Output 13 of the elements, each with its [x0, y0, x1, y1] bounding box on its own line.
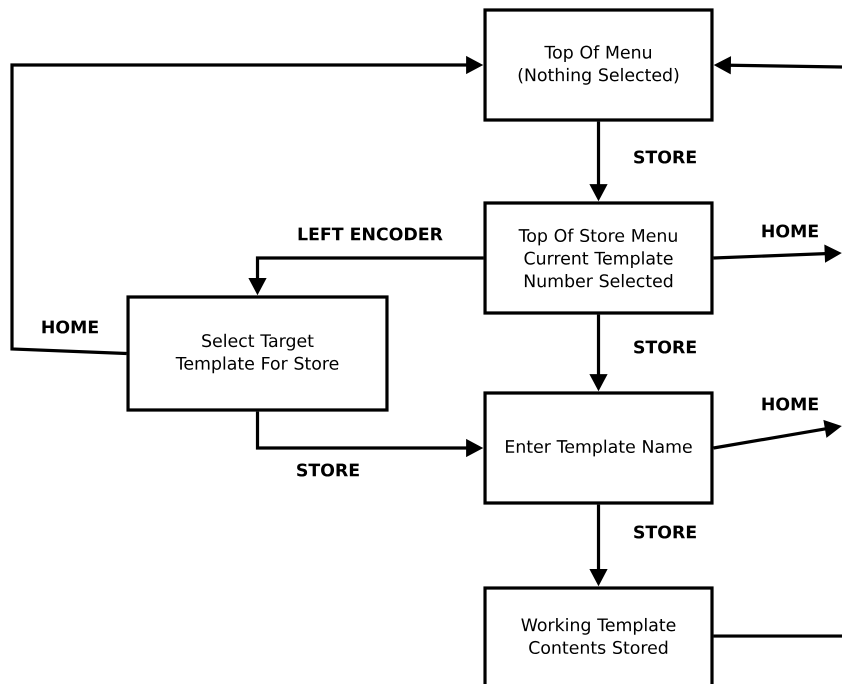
- state-box: Top Of Menu (Nothing Selected): [483, 8, 714, 122]
- edge-label: STORE: [634, 525, 696, 539]
- state-box: Select Target Template For Store: [126, 295, 389, 412]
- edge-label: STORE: [297, 463, 359, 477]
- edge-label: STORE: [634, 150, 696, 164]
- edge-label: HOME: [42, 320, 98, 334]
- state-box: Top Of Store Menu Current Template Number Selected: [483, 201, 714, 315]
- edge-label: LEFT ENCODER: [298, 227, 443, 241]
- state-box: Working Template Contents Stored: [483, 586, 714, 684]
- edge-label: HOME: [762, 224, 818, 238]
- state-box: Enter Template Name: [483, 391, 714, 505]
- edge-label: HOME: [762, 397, 818, 411]
- edge-label: STORE: [634, 340, 696, 354]
